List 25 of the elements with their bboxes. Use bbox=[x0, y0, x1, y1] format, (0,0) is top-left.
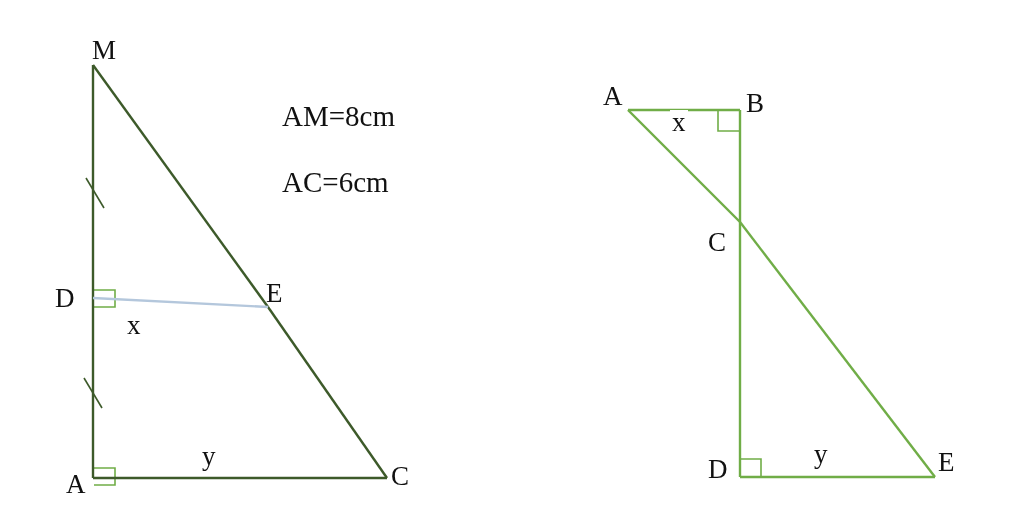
line-segment bbox=[92, 64, 269, 308]
line-segment bbox=[267, 306, 388, 479]
vertex-label: A bbox=[603, 83, 623, 109]
line-segment bbox=[91, 298, 95, 478]
vertex-label: D bbox=[55, 285, 75, 311]
line-segment bbox=[627, 109, 741, 223]
edge-label: x bbox=[670, 110, 688, 134]
vertex-label: C bbox=[391, 463, 409, 489]
vertex-label: D bbox=[708, 456, 728, 482]
line-segment bbox=[738, 222, 742, 477]
measurement-text: AC=6cm bbox=[282, 166, 389, 199]
line-segment bbox=[91, 65, 95, 298]
vertex-label: A bbox=[66, 471, 86, 497]
line-segment bbox=[628, 108, 740, 112]
line-segment bbox=[93, 476, 387, 480]
vertex-label: B bbox=[746, 90, 764, 116]
vertex-label: E bbox=[266, 280, 283, 306]
line-segment bbox=[739, 221, 936, 478]
vertex-label: C bbox=[708, 229, 726, 255]
line-segment bbox=[740, 475, 935, 479]
line-segment bbox=[738, 110, 742, 222]
vertex-label: M bbox=[92, 37, 116, 63]
measurement-text: AM=8cm bbox=[282, 100, 395, 133]
vertex-label: E bbox=[938, 449, 955, 475]
line-segment bbox=[92, 296, 269, 309]
